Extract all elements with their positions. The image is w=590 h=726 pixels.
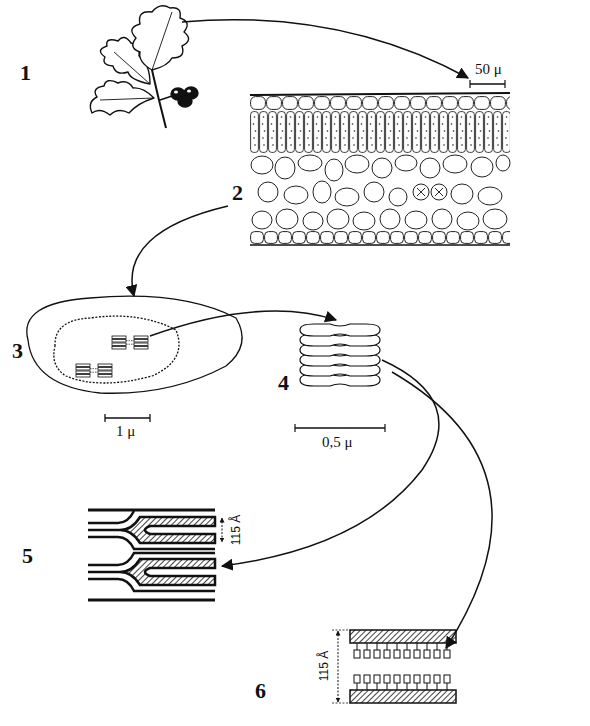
- granum: [295, 324, 385, 432]
- thylakoid-membranes: [88, 510, 222, 600]
- callout-number: 3: [12, 340, 23, 362]
- callout-number: 6: [255, 680, 266, 702]
- membrane-structure: [332, 630, 456, 703]
- callout-number: 1: [20, 62, 31, 84]
- scale-label: 1 μ: [116, 424, 135, 439]
- callout-number: 4: [278, 372, 289, 394]
- zoom-arrows: [132, 20, 492, 648]
- chloroplast: [27, 296, 242, 422]
- leaf-cross-section: [250, 80, 510, 245]
- oak-sprig: [90, 6, 198, 128]
- dimension-label: 115 Å: [318, 651, 330, 681]
- scale-label: 50 μ: [475, 62, 502, 77]
- dimension-label: 115 Å: [230, 515, 242, 545]
- scale-label: 0,5 μ: [322, 435, 353, 450]
- callout-number: 2: [232, 182, 243, 204]
- callout-number: 5: [22, 545, 33, 567]
